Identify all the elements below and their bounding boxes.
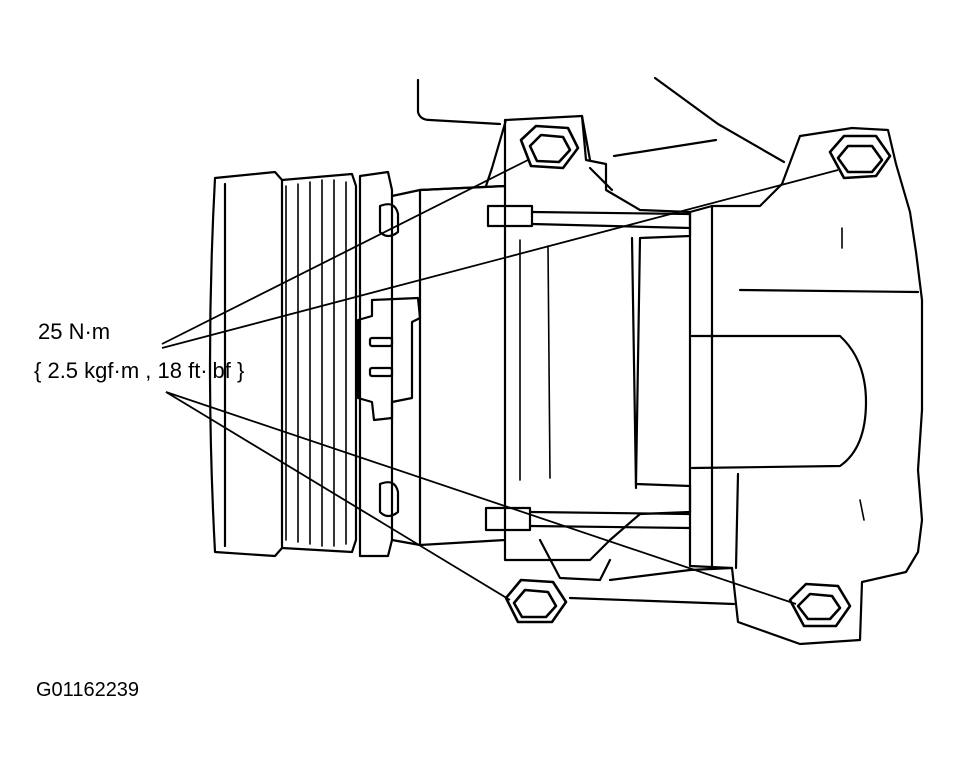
clutch-connector [356,296,422,422]
compressor-body [418,114,692,582]
bolt-top-right [828,134,892,180]
torque-label-nm: 25 N·m [38,319,110,344]
torque-label-imperial: { 2.5 kgf·m , 18 ft·lbf } [34,358,244,383]
through-bolts [484,204,692,532]
bolt-bottom-right [788,582,852,628]
pulley [208,170,394,558]
bolt-bottom-left [504,578,568,624]
bolt-top-left [519,124,580,170]
clutch-housing [378,184,507,547]
refrigerant-lines [416,76,786,164]
rear-head [568,126,924,646]
figure-code: G01162239 [36,679,139,701]
leader-lines [161,159,839,605]
